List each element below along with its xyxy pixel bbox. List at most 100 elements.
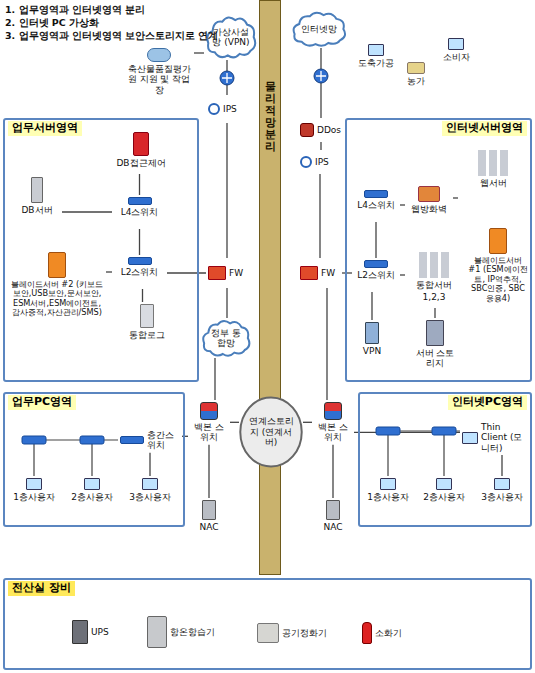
device-icon bbox=[208, 103, 220, 115]
device-icon bbox=[478, 150, 508, 176]
connector bbox=[194, 52, 204, 53]
node-label: 블레이드서버 #2 (키보드보안,USB보안,문서보안, ESM서버,ESM에이… bbox=[10, 280, 104, 318]
node-label: Thin Client (모니터) bbox=[481, 422, 528, 453]
node-label: 1층사용자 bbox=[13, 492, 55, 502]
connector bbox=[182, 436, 188, 437]
connector bbox=[139, 229, 140, 255]
node-label: 소화기 bbox=[375, 628, 402, 638]
device-icon bbox=[494, 478, 510, 490]
device-icon bbox=[418, 186, 440, 202]
device-icon bbox=[364, 190, 388, 198]
node-label: FW bbox=[321, 268, 335, 278]
device-node: 블레이드서버 #1 (ESM에이전트, IP역추적, SBC인증, SBC응용4… bbox=[466, 226, 530, 372]
cloud-outline bbox=[203, 321, 249, 356]
text-group: IPS bbox=[223, 104, 237, 114]
device-icon bbox=[364, 260, 388, 268]
node-label: 2층사용자 bbox=[71, 492, 113, 502]
node-label: 인터넷망 bbox=[301, 24, 337, 34]
zone-panel: 전산실 장비 UPS 항온항습기 공기정화기 소화기 bbox=[3, 578, 532, 670]
device-node: NAC bbox=[192, 498, 226, 534]
device-icon bbox=[368, 44, 384, 56]
node-label: 연계스토리지 (연계서버) bbox=[247, 416, 295, 447]
node-label: UPS bbox=[91, 627, 109, 637]
device-node: 공기정화기 bbox=[255, 608, 350, 658]
text-group: UPS bbox=[91, 627, 109, 637]
connector bbox=[342, 272, 352, 273]
device-node: NAC bbox=[316, 498, 350, 534]
device-node: 2층사용자 bbox=[418, 476, 470, 520]
node-label: L4스위치 bbox=[357, 200, 395, 210]
connector bbox=[208, 445, 209, 498]
device-icon bbox=[26, 478, 42, 490]
device-icon bbox=[426, 320, 444, 346]
node-label: DDos bbox=[317, 125, 341, 135]
connector bbox=[400, 204, 405, 205]
text-group: Thin Client (모니터) bbox=[481, 422, 528, 453]
lan-wire bbox=[34, 440, 118, 476]
node-label: 층간스위치 bbox=[147, 430, 180, 451]
connector bbox=[142, 289, 143, 302]
node-label: L4스위치 bbox=[121, 207, 159, 217]
zone-heading: 전산실 장비 bbox=[8, 581, 75, 596]
connector bbox=[214, 358, 215, 400]
router-symbol bbox=[220, 71, 234, 85]
device-icon bbox=[462, 432, 478, 444]
node-label: 도축가공 bbox=[358, 58, 394, 68]
node-label: IPS bbox=[223, 104, 237, 114]
connector bbox=[226, 123, 227, 258]
network-cloud: 인터넷망 bbox=[290, 10, 348, 48]
node-label: 물리적 망분리 bbox=[265, 81, 276, 154]
device-node: 통합서버1,2,3 bbox=[405, 250, 463, 308]
zone-heading: 인터넷PC영역 bbox=[448, 395, 527, 410]
device-node: Thin Client (모니터) bbox=[460, 420, 530, 455]
text-group: 층간스위치 bbox=[147, 430, 180, 451]
connector bbox=[106, 271, 112, 272]
note-text: 3. 업무영역과 인터넷영역 보안스토리지로 연계 bbox=[5, 30, 218, 43]
device-icon bbox=[142, 478, 158, 490]
device-icon bbox=[202, 500, 216, 520]
device-node: L2스위치 bbox=[112, 255, 167, 289]
router-mark bbox=[316, 71, 326, 81]
connector bbox=[332, 445, 333, 498]
device-icon bbox=[84, 478, 100, 490]
device-node: DDos bbox=[298, 118, 344, 142]
device-node: FW bbox=[298, 258, 342, 288]
ellipse-outline bbox=[240, 397, 301, 466]
node-label: 블레이드서버 #1 (ESM에이전트, IP역추적, SBC인증, SBC응용4… bbox=[468, 256, 528, 303]
node-label: 1,2,3 bbox=[423, 292, 446, 302]
separation-band: 물리적 망분리 bbox=[259, 0, 281, 575]
device-icon bbox=[365, 322, 379, 344]
node-label: 항온항습기 bbox=[170, 627, 215, 637]
node-label: 통합로그 bbox=[129, 330, 165, 340]
device-icon bbox=[48, 252, 66, 278]
node-label: 웹서버 bbox=[480, 178, 507, 188]
text-group: FW bbox=[229, 268, 243, 278]
connector bbox=[303, 422, 312, 423]
text-group: IPS bbox=[315, 157, 329, 167]
device-node: L2스위치 bbox=[352, 258, 400, 292]
node-label: FW bbox=[229, 268, 243, 278]
device-node: 블레이드서버 #2 (키보드보안,USB보안,문서보안, ESM서버,ESM에이… bbox=[8, 250, 106, 368]
device-icon bbox=[300, 156, 312, 168]
node-label: 소비자 bbox=[443, 52, 470, 62]
text-group: DDos bbox=[317, 125, 341, 135]
node-label: 백본 스위치 bbox=[190, 422, 228, 443]
device-icon bbox=[407, 62, 425, 74]
device-icon bbox=[436, 478, 452, 490]
connector bbox=[319, 174, 320, 258]
connector bbox=[326, 288, 327, 400]
device-node: 서버 스토리지 bbox=[410, 318, 460, 376]
node-label: 3층사용자 bbox=[481, 492, 523, 502]
device-icon bbox=[140, 304, 154, 328]
zone-heading: 인터넷서버영역 bbox=[442, 121, 527, 136]
node-label: 정부 통합망 bbox=[208, 328, 244, 349]
text-group: FW bbox=[321, 268, 335, 278]
device-icon bbox=[31, 177, 43, 203]
connector bbox=[149, 453, 150, 476]
device-icon bbox=[448, 38, 464, 50]
device-node: FW bbox=[206, 258, 248, 288]
device-icon bbox=[200, 402, 218, 420]
text-group: 공기정화기 bbox=[282, 628, 327, 638]
node-label: DB접근제어 bbox=[116, 158, 165, 168]
device-node: 3층사용자 bbox=[124, 476, 176, 520]
